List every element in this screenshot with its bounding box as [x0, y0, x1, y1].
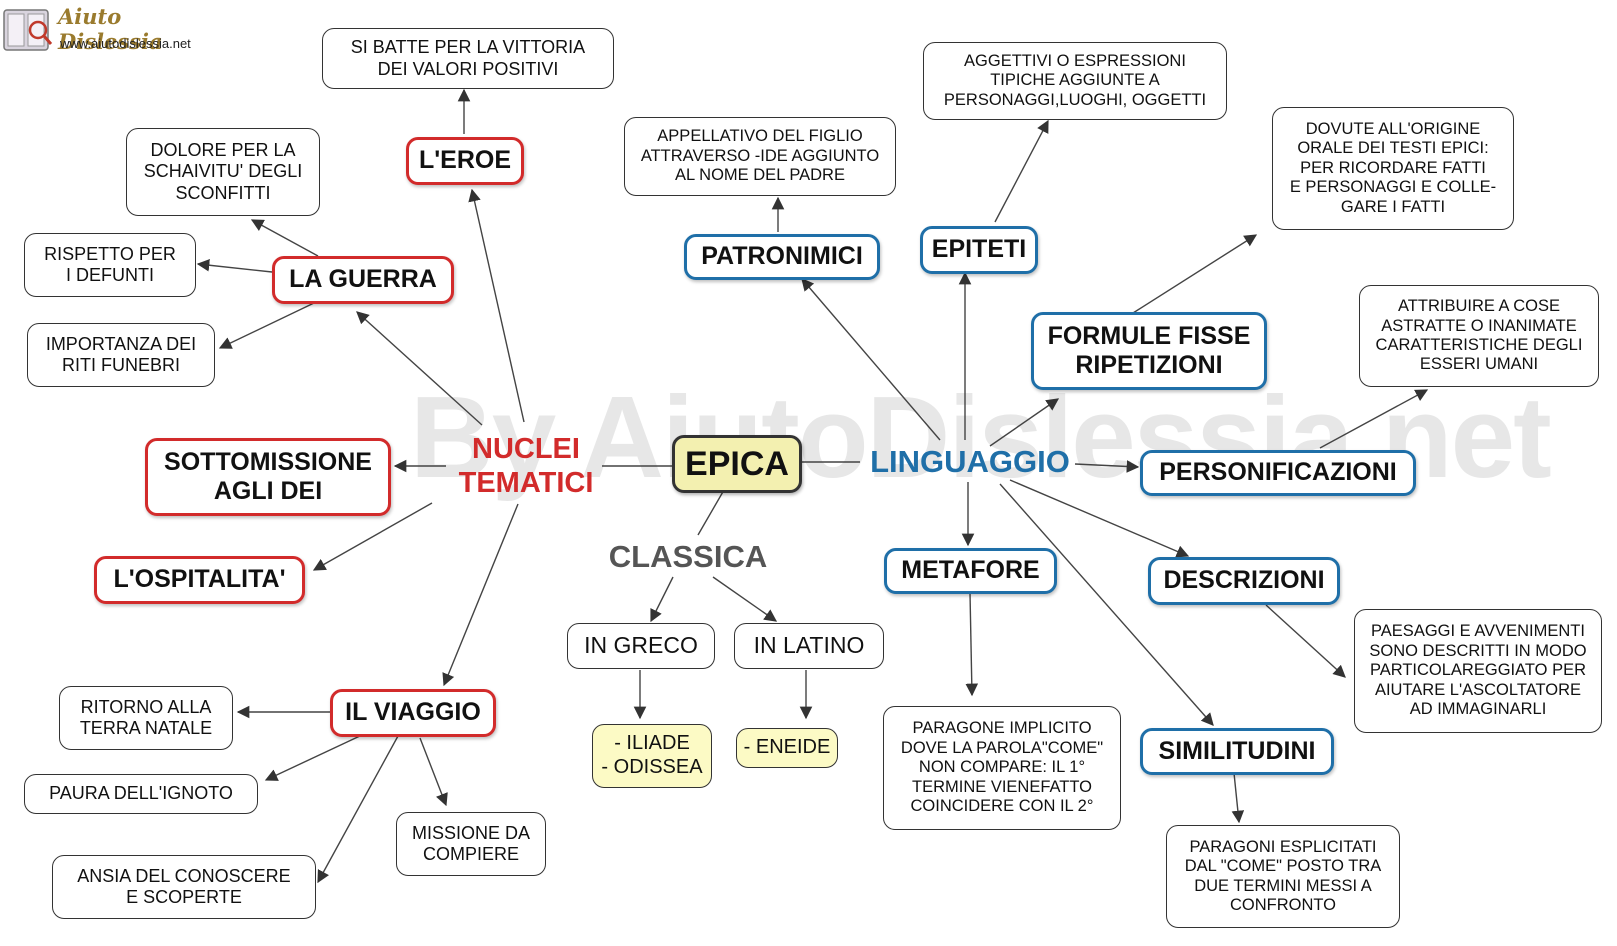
link-viaggio-ansia — [317, 735, 399, 884]
node-eroe-desc: SI BATTE PER LA VITTORIA DEI VALORI POSI… — [322, 28, 614, 89]
node-eroe: L'EROE — [406, 137, 524, 185]
hub-nuclei-tematici: NUCLEI TEMATICI — [458, 432, 594, 499]
hub-classica: CLASSICA — [608, 538, 768, 574]
node-descrizioni: DESCRIZIONI — [1148, 557, 1340, 605]
link-linguaggio-personificazioni — [1074, 460, 1140, 473]
link-formule-desc — [1132, 234, 1258, 314]
node-in-greco: IN GRECO — [567, 623, 715, 669]
node-viaggio-ritorno: RITORNO ALLA TERRA NATALE — [59, 686, 233, 750]
node-formule-desc: DOVUTE ALL'ORIGINE ORALE DEI TESTI EPICI… — [1272, 107, 1514, 230]
link-metafore-desc — [965, 592, 979, 697]
node-viaggio: IL VIAGGIO — [330, 689, 496, 737]
node-viaggio-missione: MISSIONE DA COMPIERE — [396, 812, 546, 876]
link-nuclei-ospitalita — [312, 502, 433, 571]
node-patronimici-desc: APPELLATIVO DEL FIGLIO ATTRAVERSO -IDE A… — [624, 117, 896, 196]
node-guerra-rispetto: RISPETTO PER I DEFUNTI — [24, 233, 196, 297]
node-guerra-riti: IMPORTANZA DEI RITI FUNEBRI — [27, 323, 215, 387]
link-guerra-dolore — [250, 219, 319, 257]
node-guerra: LA GUERRA — [272, 256, 454, 304]
node-formule: FORMULE FISSE RIPETIZIONI — [1031, 312, 1267, 390]
node-epiteti: EPITETI — [920, 226, 1038, 274]
node-descrizioni-desc: PAESAGGI E AVVENIMENTI SONO DESCRITTI IN… — [1354, 609, 1602, 733]
site-logo: Aiuto Dislessia www.aiutodislessia.net — [2, 2, 202, 58]
node-latino-opere: - ENEIDE — [736, 728, 838, 768]
logo-title: Aiuto Dislessia — [58, 4, 163, 54]
node-in-latino: IN LATINO — [734, 623, 884, 669]
node-epiteti-desc: AGGETTIVI O ESPRESSIONI TIPICHE AGGIUNTE… — [923, 42, 1227, 120]
node-ospitalita: L'OSPITALITA' — [94, 556, 305, 604]
hub-linguaggio: LINGUAGGIO — [870, 443, 1070, 479]
center-node-epica: EPICA — [672, 435, 802, 493]
link-linguaggio-formule — [989, 398, 1060, 447]
link-epica-classica — [697, 489, 725, 536]
logo-url: www.aiutodislessia.net — [60, 36, 191, 51]
node-personificazioni-desc: ATTRIBUIRE A COSE ASTRATTE O INANIMATE C… — [1359, 285, 1599, 387]
node-personificazioni: PERSONIFICAZIONI — [1140, 450, 1416, 496]
book-logo-icon — [3, 9, 53, 51]
link-nuclei-guerra — [356, 311, 483, 426]
link-descrizioni-desc — [1265, 604, 1346, 678]
link-personificazioni-desc — [1319, 389, 1429, 449]
link-classica-latino — [712, 576, 778, 622]
node-similitudini: SIMILITUDINI — [1140, 728, 1334, 775]
link-guerra-riti — [218, 302, 315, 349]
link-guerra-rispetto — [196, 258, 273, 273]
link-nuclei-eroe — [468, 188, 525, 423]
link-linguaggio-patronimici — [801, 278, 941, 441]
link-classica-greco — [650, 576, 674, 623]
link-linguaggio-similitudini — [999, 483, 1214, 726]
node-viaggio-ansia: ANSIA DEL CONOSCERE E SCOPERTE — [52, 855, 316, 919]
node-patronimici: PATRONIMICI — [684, 234, 880, 280]
node-metafore: METAFORE — [884, 548, 1057, 594]
node-metafore-desc: PARAGONE IMPLICITO DOVE LA PAROLA"COME" … — [883, 706, 1121, 830]
link-similitudini-desc — [1231, 772, 1245, 824]
link-linguaggio-descrizioni — [1009, 479, 1190, 558]
link-epiteti-desc — [994, 119, 1049, 223]
node-similitudini-desc: PARAGONI ESPLICITATI DAL "COME" POSTO TR… — [1166, 825, 1400, 928]
link-nuclei-viaggio — [442, 503, 519, 687]
node-greco-opere: - ILIADE - ODISSEA — [592, 724, 712, 788]
node-guerra-dolore: DOLORE PER LA SCHAIVITU' DEGLI SCONFITTI — [126, 128, 320, 216]
node-viaggio-paura: PAURA DELL'IGNOTO — [24, 774, 258, 814]
link-viaggio-paura — [264, 734, 363, 781]
node-sottomissione: SOTTOMISSIONE AGLI DEI — [145, 438, 391, 516]
link-viaggio-missione — [419, 737, 448, 807]
